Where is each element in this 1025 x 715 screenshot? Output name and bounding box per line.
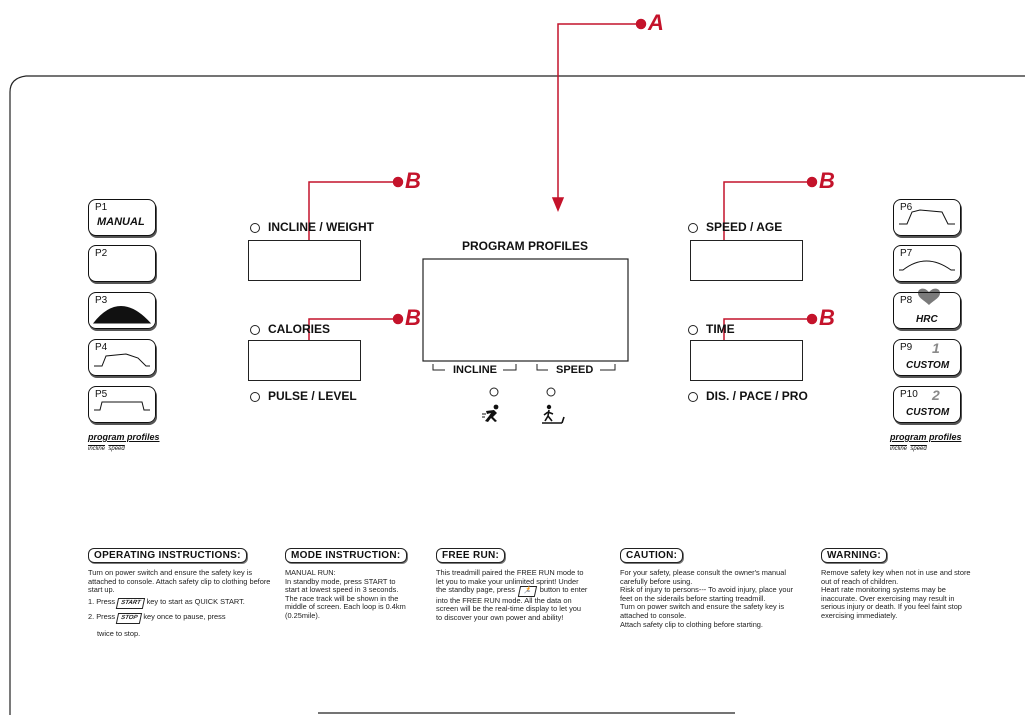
legend-left: incline speed [88, 446, 125, 452]
callout-b3-letter: B [819, 168, 835, 193]
dis-pace-pro-led [688, 391, 698, 402]
calories-led [250, 324, 260, 335]
callout-a-line [557, 23, 641, 198]
program-key-digit: 2 [932, 387, 940, 403]
speed-age-display [690, 240, 803, 281]
caution-title: CAUTION: [620, 548, 684, 563]
incline-weight-led [250, 222, 260, 233]
caution-text: For your safety, please consult the owne… [620, 568, 794, 629]
stop-key: STOP [115, 613, 143, 624]
program-key-name: HRC [916, 314, 938, 325]
program-key-number: P10 [900, 389, 918, 400]
speed-bracket [536, 364, 616, 371]
time-label: TIME [688, 322, 735, 336]
start-key: START [115, 597, 146, 609]
program-key-p2[interactable]: P2 [88, 245, 156, 282]
callout-b2-letter: B [405, 305, 421, 330]
program-key-number: P6 [900, 202, 913, 213]
callout-b3-dot [806, 176, 818, 188]
console-outline [9, 75, 1025, 715]
p6-profile-graph [899, 209, 955, 225]
mode-instruction-title: MODE INSTRUCTION: [285, 548, 407, 563]
program-key-number: P5 [95, 389, 108, 400]
mode-instruction-text: MANUAL RUN: In standby mode, press START… [285, 568, 406, 620]
free-run-text: This treadmill paired the FREE RUN mode … [436, 568, 588, 622]
program-key-p3[interactable]: P3 [88, 292, 156, 329]
warning-block: WARNING: Remove safety key when not in u… [821, 545, 971, 621]
program-key-p7[interactable]: P7 [893, 245, 961, 282]
incline-weight-display [248, 240, 361, 281]
p7-profile-graph [899, 260, 955, 271]
program-key-p4[interactable]: P4 [88, 339, 156, 376]
program-key-digit: 1 [932, 340, 940, 356]
callout-b1-letter: B [405, 168, 421, 193]
program-key-number: P8 [900, 295, 913, 306]
callout-b1-dot [392, 176, 404, 188]
caution-block: CAUTION: For your safety, please consult… [620, 545, 795, 629]
p4-profile-graph [94, 353, 150, 367]
program-key-name: CUSTOM [906, 407, 950, 418]
speed-screen-label: SPEED [556, 364, 594, 376]
operating-instructions-title: OPERATING INSTRUCTIONS: [88, 548, 247, 563]
program-key-name: CUSTOM [906, 360, 950, 371]
callout-b3-line [723, 181, 812, 255]
program-profiles-title: PROGRAM PROFILES [462, 239, 589, 253]
free-run-title: FREE RUN: [436, 548, 506, 563]
operating-step-2-more: twice to stop. [97, 628, 141, 638]
runner-icon [482, 404, 499, 422]
walker-icon [542, 404, 565, 424]
p5-profile-graph [94, 401, 150, 411]
callout-b4-letter: B [819, 305, 835, 330]
incline-bracket [432, 364, 517, 371]
operating-intro: Turn on power switch and ensure the safe… [88, 568, 271, 595]
warning-text: Remove safety key when not in use and st… [821, 568, 971, 620]
time-led [688, 324, 698, 335]
dis-pace-pro-label: DIS. / PACE / PRO [688, 389, 808, 403]
callout-b2-dot [392, 313, 404, 325]
time-display [690, 340, 803, 381]
legend-right: incline speed [890, 446, 927, 452]
pulse-level-led [250, 391, 260, 402]
incline-screen-label: INCLINE [453, 364, 497, 376]
program-profile-screen [422, 258, 629, 362]
program-key-p9[interactable]: P9 1 CUSTOM [893, 339, 961, 376]
callout-a-arrowhead [551, 197, 565, 212]
program-key-number: P9 [900, 342, 913, 353]
calories-label: CALORIES [250, 322, 330, 336]
speed-led [546, 387, 556, 397]
mode-instruction-block: MODE INSTRUCTION: MANUAL RUN: In standby… [285, 545, 410, 621]
speed-age-label: SPEED / AGE [688, 220, 782, 234]
warning-title: WARNING: [821, 548, 888, 563]
incline-weight-label: INCLINE / WEIGHT [250, 220, 374, 234]
program-key-number: P1 [95, 202, 108, 213]
program-key-number: P7 [900, 248, 913, 259]
program-key-p1[interactable]: P1 MANUAL [88, 199, 156, 236]
program-key-number: P3 [95, 295, 108, 306]
incline-led [489, 387, 499, 397]
callout-a-letter: A [648, 10, 664, 35]
callout-b4-dot [806, 313, 818, 325]
program-key-name: MANUAL [97, 216, 145, 228]
program-key-p10[interactable]: P10 2 CUSTOM [893, 386, 961, 423]
callout-a-dot [635, 18, 647, 30]
program-profiles-caption-right: program profiles [890, 432, 962, 442]
program-profiles-caption-left: program profiles [88, 432, 160, 442]
calories-display [248, 340, 361, 381]
speed-age-led [688, 222, 698, 233]
program-key-number: P4 [95, 342, 108, 353]
program-key-p5[interactable]: P5 [88, 386, 156, 423]
program-key-p8[interactable]: P8 HRC [893, 292, 961, 329]
program-key-p6[interactable]: P6 [893, 199, 961, 236]
free-run-block: FREE RUN: This treadmill paired the FREE… [436, 545, 588, 623]
program-key-number: P2 [95, 248, 108, 259]
operating-instructions-block: OPERATING INSTRUCTIONS: Turn on power sw… [88, 545, 273, 639]
free-run-key-icon: 🏃 [517, 586, 537, 597]
pulse-level-label: PULSE / LEVEL [250, 389, 357, 403]
callout-b1-line [308, 181, 398, 255]
